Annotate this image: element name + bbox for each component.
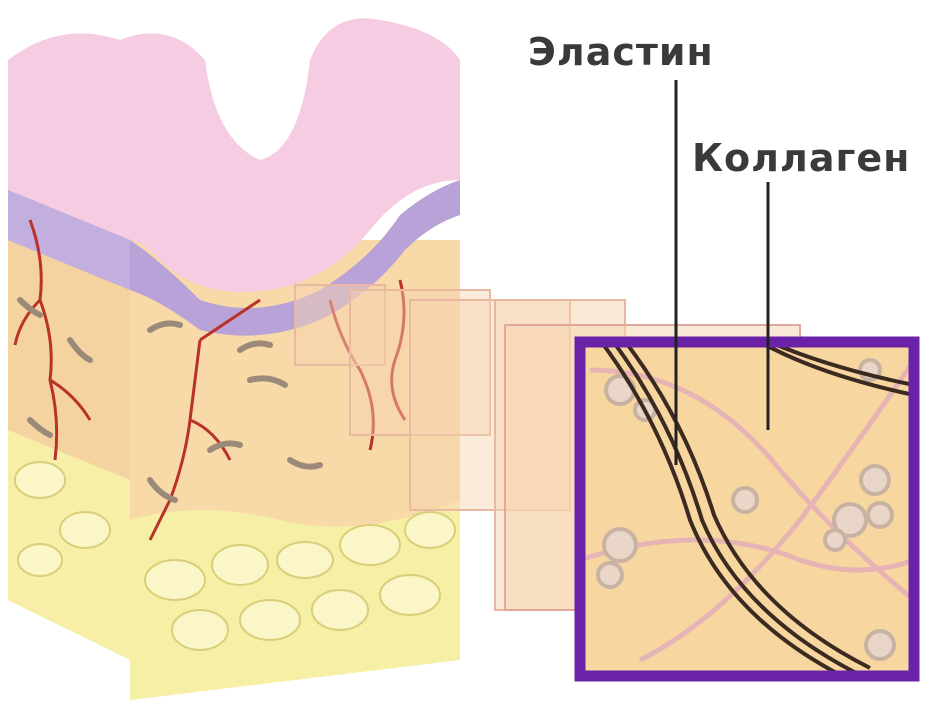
elastin-label: Эластин [528, 30, 714, 74]
zoom-detail [580, 340, 914, 680]
collagen-label: Коллаген [692, 136, 910, 180]
